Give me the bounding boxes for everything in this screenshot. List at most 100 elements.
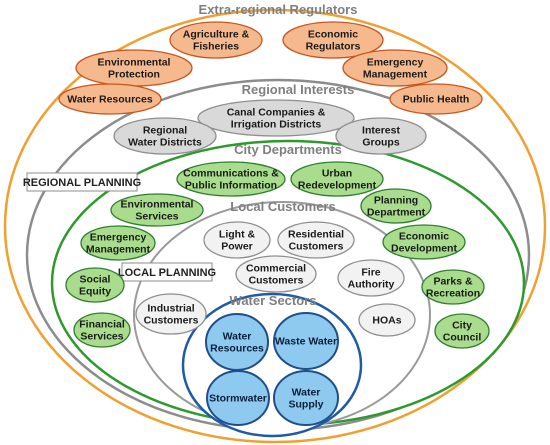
- local-customer-node: HOAs: [358, 303, 416, 337]
- city-department-node-label: Social: [80, 274, 111, 286]
- city-department-node-label: Management: [86, 244, 151, 256]
- city-department-node: Parks &Recreation: [421, 269, 485, 305]
- extra-regional-node-label: Agriculture &: [183, 29, 250, 41]
- city-department-node-shape: [80, 225, 156, 261]
- city-department-node: Communications &Public Information: [176, 161, 286, 197]
- city-department-node-label: Urban: [322, 168, 352, 180]
- local-customer-node-label: Residential: [288, 229, 344, 241]
- local-customer-node-shape: [235, 255, 317, 293]
- city-department-node-label: Services: [80, 331, 123, 343]
- extra-regional-node-label: Fisheries: [193, 41, 239, 53]
- water-sector-node: Waste Water: [273, 312, 339, 370]
- city-department-node-label: Parks &: [433, 276, 473, 288]
- regional-node-shape: [113, 117, 217, 155]
- extra-regional-node: Water Resources: [58, 83, 162, 115]
- extra-regional-node-label: Environmental: [98, 57, 171, 69]
- extra-regional-node-label: Emergency: [367, 57, 424, 69]
- local-customer-node-label: Customers: [144, 315, 199, 327]
- water-sector-node-label: Resources: [210, 343, 264, 355]
- water-sector-node-label: Water: [223, 331, 252, 343]
- local-customer-node-shape: [277, 221, 355, 259]
- city-departments-title: City Departments: [234, 142, 342, 157]
- water-sectors-ring: [181, 292, 363, 438]
- local-customer-node-label: Authority: [348, 279, 395, 291]
- extra-regional-node-label: Economic: [308, 29, 358, 41]
- water-sector-node-label: Stormwater: [209, 393, 267, 405]
- local-customer-node-label: Industrial: [147, 303, 194, 315]
- local-customer-node-shape: [203, 221, 271, 259]
- extra-regional-node-shape: [58, 83, 162, 115]
- water-sector-node-shape: [205, 313, 269, 371]
- city-department-node-label: Development: [391, 243, 457, 255]
- extra-regional-node-label: Management: [363, 69, 428, 81]
- water-sector-node-label: Water: [292, 387, 321, 399]
- water-sector-node-shape: [273, 312, 339, 370]
- regional-node: Canal Companies &Irrigation Districts: [197, 99, 355, 137]
- city-department-node-shape: [176, 161, 286, 197]
- local-customer-node-label: Power: [221, 241, 253, 253]
- city-department-node-label: Economic: [399, 231, 449, 243]
- extra-regional-node: Agriculture &Fisheries: [169, 21, 263, 59]
- city-department-node-shape: [434, 313, 490, 349]
- city-department-node-label: Redevelopment: [298, 180, 377, 192]
- extra-regional-node-label: Regulators: [306, 41, 361, 53]
- local-customers-title: Local Customers: [230, 199, 335, 214]
- water-sectors-title: Water Sectors: [230, 293, 317, 308]
- water-sector-node-shape: [273, 370, 339, 426]
- city-department-node-shape: [290, 161, 384, 197]
- city-department-node-shape: [110, 193, 204, 227]
- regional-planning-box: [26, 172, 138, 192]
- city-department-node-shape: [421, 269, 485, 305]
- local-customer-node-label: Customers: [289, 241, 344, 253]
- water-sector-node-label: Supply: [288, 399, 323, 411]
- extra-regional-node-label: Water Resources: [67, 94, 153, 106]
- local-customer-node-shape: [337, 259, 405, 297]
- city-department-node-label: Planning: [374, 195, 418, 207]
- city-department-node-label: Department: [367, 207, 426, 219]
- regional-node-label: Regional: [143, 125, 187, 137]
- local-planning-box: [121, 262, 213, 282]
- city-department-node-label: Council: [443, 332, 482, 344]
- extra-regional-node-shape: [342, 49, 448, 87]
- extra-regional-node-shape: [169, 21, 263, 59]
- city-department-node-label: Emergency: [90, 232, 147, 244]
- city-department-node-label: Equity: [79, 286, 111, 298]
- city-department-node-shape: [360, 188, 432, 224]
- local-customer-node-label: HOAs: [372, 315, 401, 327]
- local-customer-node-label: Fire: [361, 267, 380, 279]
- regional-node-shape: [335, 117, 427, 155]
- extra-regional-node: Public Health: [389, 83, 483, 115]
- city-department-node-label: Recreation: [426, 288, 480, 300]
- regional-interests-title: Regional Interests: [242, 82, 355, 97]
- local-customer-node-label: Commercial: [246, 263, 306, 275]
- local-customer-node-shape: [358, 303, 416, 337]
- regional-node-label: Irrigation Districts: [231, 119, 322, 131]
- water-sector-node-shape: [206, 370, 270, 426]
- city-department-node-label: Communications &: [183, 168, 279, 180]
- regional-node-label: Groups: [362, 137, 399, 149]
- extra-regional-node-shape: [282, 21, 384, 59]
- regional-planning-label: REGIONAL PLANNING: [23, 177, 141, 189]
- city-department-node-label: Services: [135, 211, 178, 223]
- water-sector-node: Stormwater: [206, 370, 270, 426]
- extra-regional-node-shape: [389, 83, 483, 115]
- water-sector-node-label: Waste Water: [275, 336, 337, 348]
- extra-regional-title: Extra-regional Regulators: [199, 2, 358, 17]
- node-layer: Agriculture &FisheriesEconomicRegulators…: [58, 21, 490, 426]
- regional-node-shape: [197, 99, 355, 137]
- city-department-node-label: City: [452, 320, 472, 332]
